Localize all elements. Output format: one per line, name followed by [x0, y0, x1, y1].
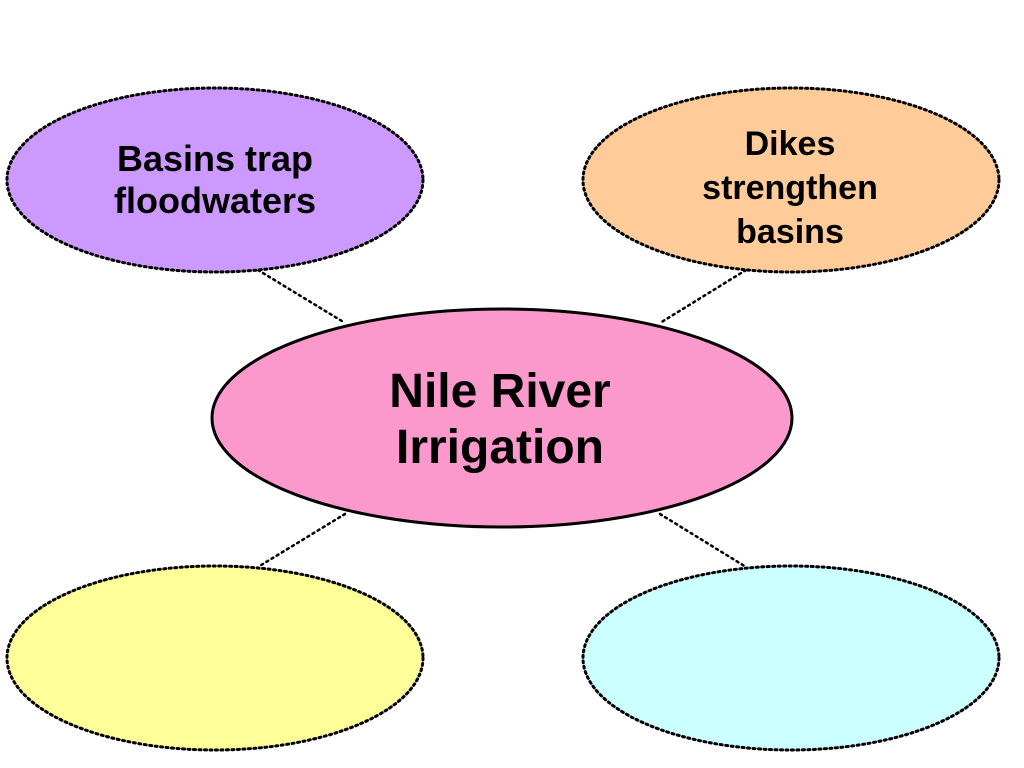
connector-top-left: [256, 268, 347, 325]
node-top-left-label: Basins trap floodwaters: [113, 138, 317, 221]
center-node-ellipse: [210, 307, 794, 529]
node-top-right-ellipse: [581, 86, 1001, 274]
node-bottom-right-ellipse: [581, 564, 1001, 752]
node-bottom-left-label: [40, 600, 390, 720]
node-top-left-ellipse: [5, 86, 425, 274]
node-bottom-right-label: [610, 600, 970, 720]
center-node-label: Nile River Irrigation: [389, 365, 611, 474]
connector-bottom-right: [658, 512, 748, 569]
connector-top-right: [658, 268, 748, 325]
connector-bottom-left: [256, 512, 347, 569]
node-top-right-label: Dikes strengthen basins: [702, 124, 878, 251]
node-bottom-left-ellipse: [5, 564, 425, 752]
